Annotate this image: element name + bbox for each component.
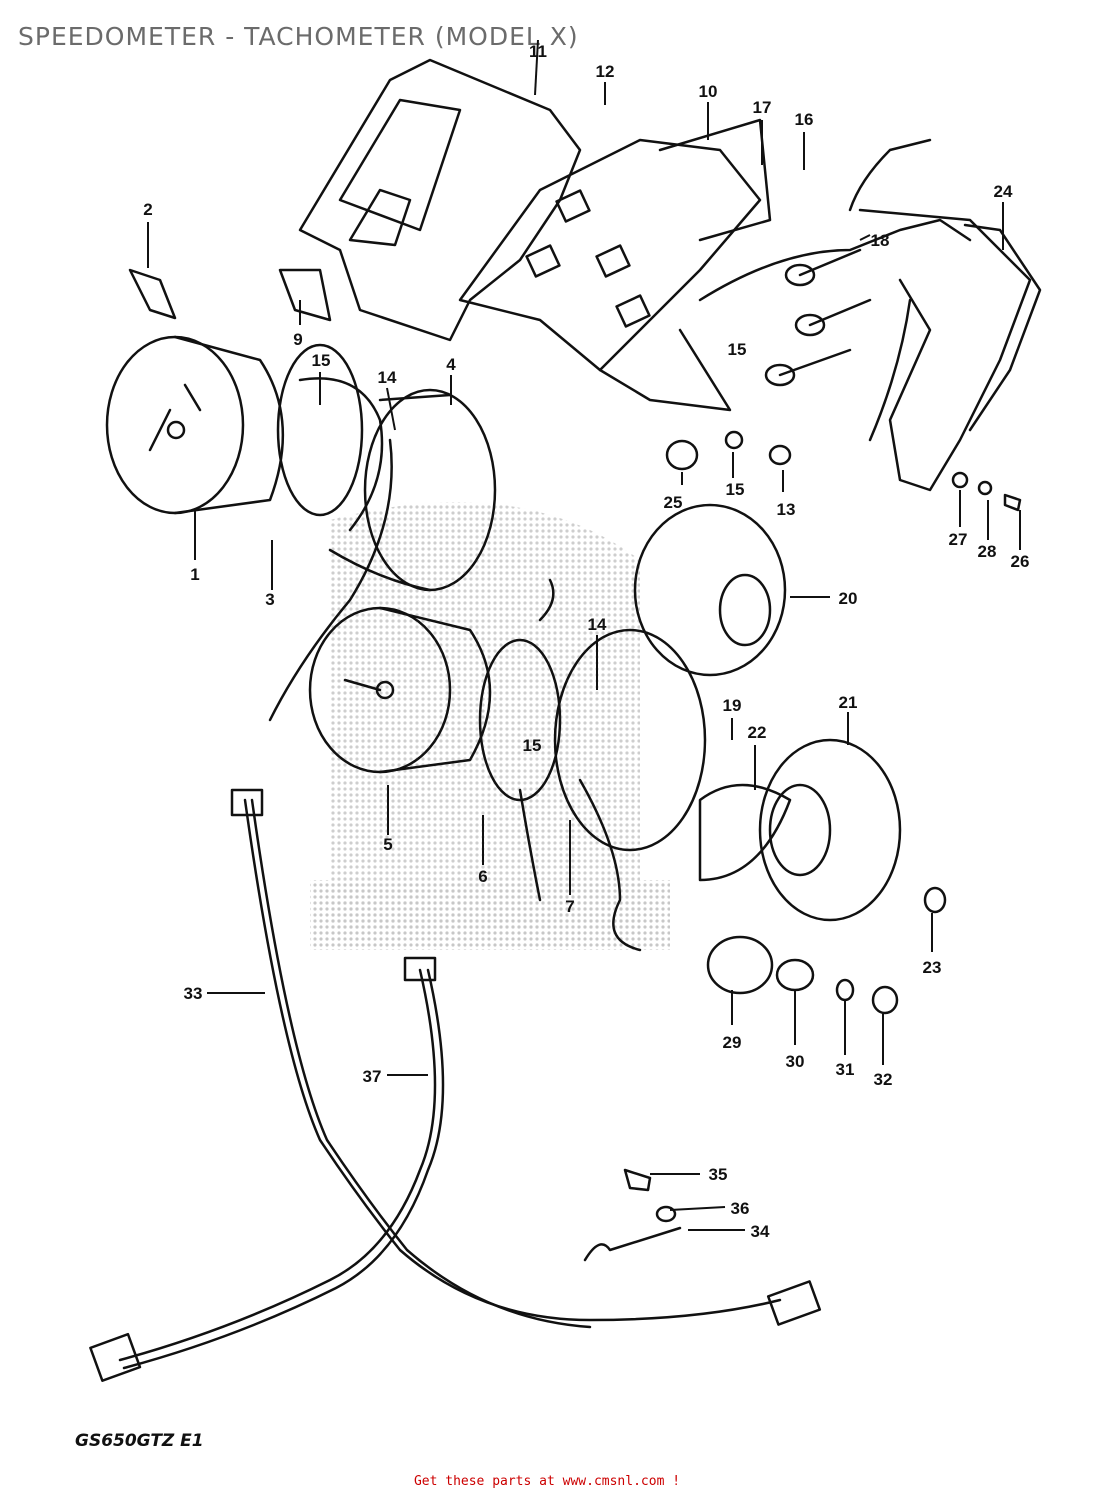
leader-lines xyxy=(147,39,1021,1231)
callout-17: 17 xyxy=(753,98,772,117)
callout-29: 29 xyxy=(723,1033,742,1052)
callout-24: 24 xyxy=(994,182,1013,201)
speedometer-gauge xyxy=(105,335,384,532)
tachometer-cable xyxy=(89,956,445,1383)
callout-14-lower: 14 xyxy=(588,615,607,634)
callout-18: 18 xyxy=(871,231,890,250)
callout-1: 1 xyxy=(190,565,199,584)
callout-26: 26 xyxy=(1011,552,1030,571)
callout-25: 25 xyxy=(664,493,683,512)
callout-35: 35 xyxy=(709,1165,728,1184)
callout-15-a: 15 xyxy=(312,351,331,370)
callout-28: 28 xyxy=(978,542,997,561)
callout-2: 2 xyxy=(143,200,152,219)
model-code-label: GS650GTZ E1 xyxy=(75,1431,204,1451)
callout-13: 13 xyxy=(777,500,796,519)
callout-14-upper: 14 xyxy=(378,368,397,387)
callout-7: 7 xyxy=(565,897,574,916)
callout-32: 32 xyxy=(874,1070,893,1089)
callout-10: 10 xyxy=(699,82,718,101)
diagram-title: SPEEDOMETER - TACHOMETER (MODEL X) xyxy=(18,22,579,51)
callout-5: 5 xyxy=(383,835,392,854)
callout-36: 36 xyxy=(731,1199,750,1218)
callout-12: 12 xyxy=(596,62,615,81)
watermark-logo xyxy=(310,502,670,950)
callout-6: 6 xyxy=(478,867,487,886)
speedometer-case xyxy=(268,388,497,722)
callout-30: 30 xyxy=(786,1052,805,1071)
rear-cover-upper xyxy=(633,503,787,677)
indicator-sockets xyxy=(764,138,932,442)
footer-parts-link[interactable]: Get these parts at www.cmsnl.com ! xyxy=(413,1474,681,1489)
callout-15-c: 15 xyxy=(726,480,745,499)
callout-27: 27 xyxy=(949,530,968,549)
callout-9: 9 xyxy=(293,330,302,349)
callout-19: 19 xyxy=(723,696,742,715)
speedometer-cable xyxy=(230,788,822,1329)
callout-16: 16 xyxy=(795,110,814,129)
meter-case-housing xyxy=(298,58,1042,492)
callout-34: 34 xyxy=(751,1222,770,1241)
callout-33: 33 xyxy=(184,984,203,1003)
callout-4: 4 xyxy=(446,355,456,374)
callout-22: 22 xyxy=(748,723,767,742)
callout-21: 21 xyxy=(839,693,858,712)
tachometer-gauge xyxy=(308,578,707,952)
rear-cover-lower xyxy=(698,738,902,922)
callout-31: 31 xyxy=(836,1060,855,1079)
callout-37: 37 xyxy=(363,1067,382,1086)
callout-3: 3 xyxy=(265,590,274,609)
callout-15-b: 15 xyxy=(728,340,747,359)
callout-20: 20 xyxy=(839,589,858,608)
callout-15-d: 15 xyxy=(523,736,542,755)
callout-11: 11 xyxy=(529,42,547,61)
part-callouts: 1 2 3 4 5 6 7 9 10 11 12 13 14 14 15 15 … xyxy=(143,42,1029,1241)
callout-23: 23 xyxy=(923,958,942,977)
